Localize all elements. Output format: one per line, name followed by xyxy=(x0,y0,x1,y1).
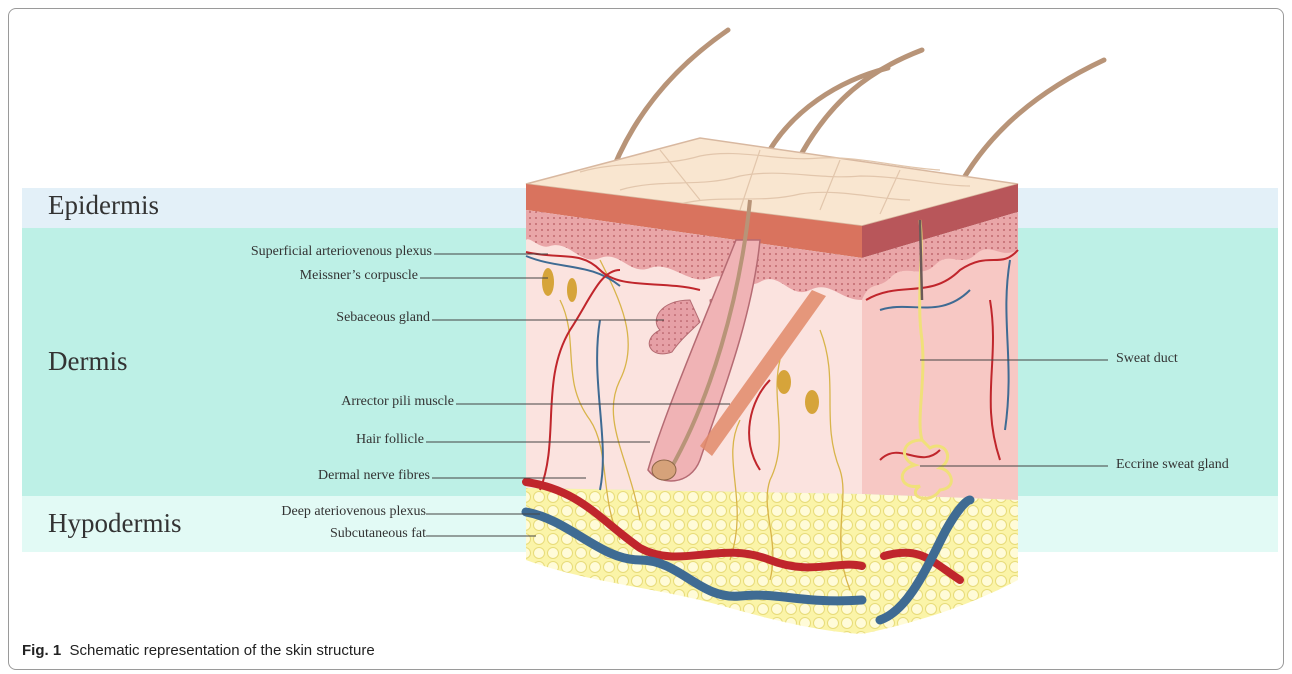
meissner-corpuscle-1 xyxy=(542,268,554,296)
pacinian-corpuscle-2 xyxy=(805,390,819,414)
label-subcutaneous-fat: Subcutaneous fat xyxy=(166,526,426,542)
label-sebaceous-gland: Sebaceous gland xyxy=(170,310,430,326)
label-arrector-pili: Arrector pili muscle xyxy=(194,394,454,410)
caption-text: Schematic representation of the skin str… xyxy=(70,642,375,659)
label-deep-plexus: Deep ateriovenous plexus xyxy=(166,504,426,520)
label-dermal-nerve: Dermal nerve fibres xyxy=(170,468,430,484)
label-hair-follicle: Hair follicle xyxy=(164,432,424,448)
meissner-corpuscle-2 xyxy=(567,278,577,302)
label-eccrine-sweat-gland: Eccrine sweat gland xyxy=(1116,457,1229,473)
caption-prefix: Fig. 1 xyxy=(22,642,61,659)
label-superficial-plexus: Superficial arteriovenous plexus xyxy=(172,244,432,260)
label-meissner-corpuscle: Meissner’s corpuscle xyxy=(158,268,418,284)
pacinian-corpuscle-1 xyxy=(777,370,791,394)
label-sweat-duct: Sweat duct xyxy=(1116,351,1178,367)
hypodermis-front xyxy=(526,488,862,634)
figure-caption: Fig. 1 Schematic representation of the s… xyxy=(22,642,375,659)
hair-bulb xyxy=(652,460,676,480)
